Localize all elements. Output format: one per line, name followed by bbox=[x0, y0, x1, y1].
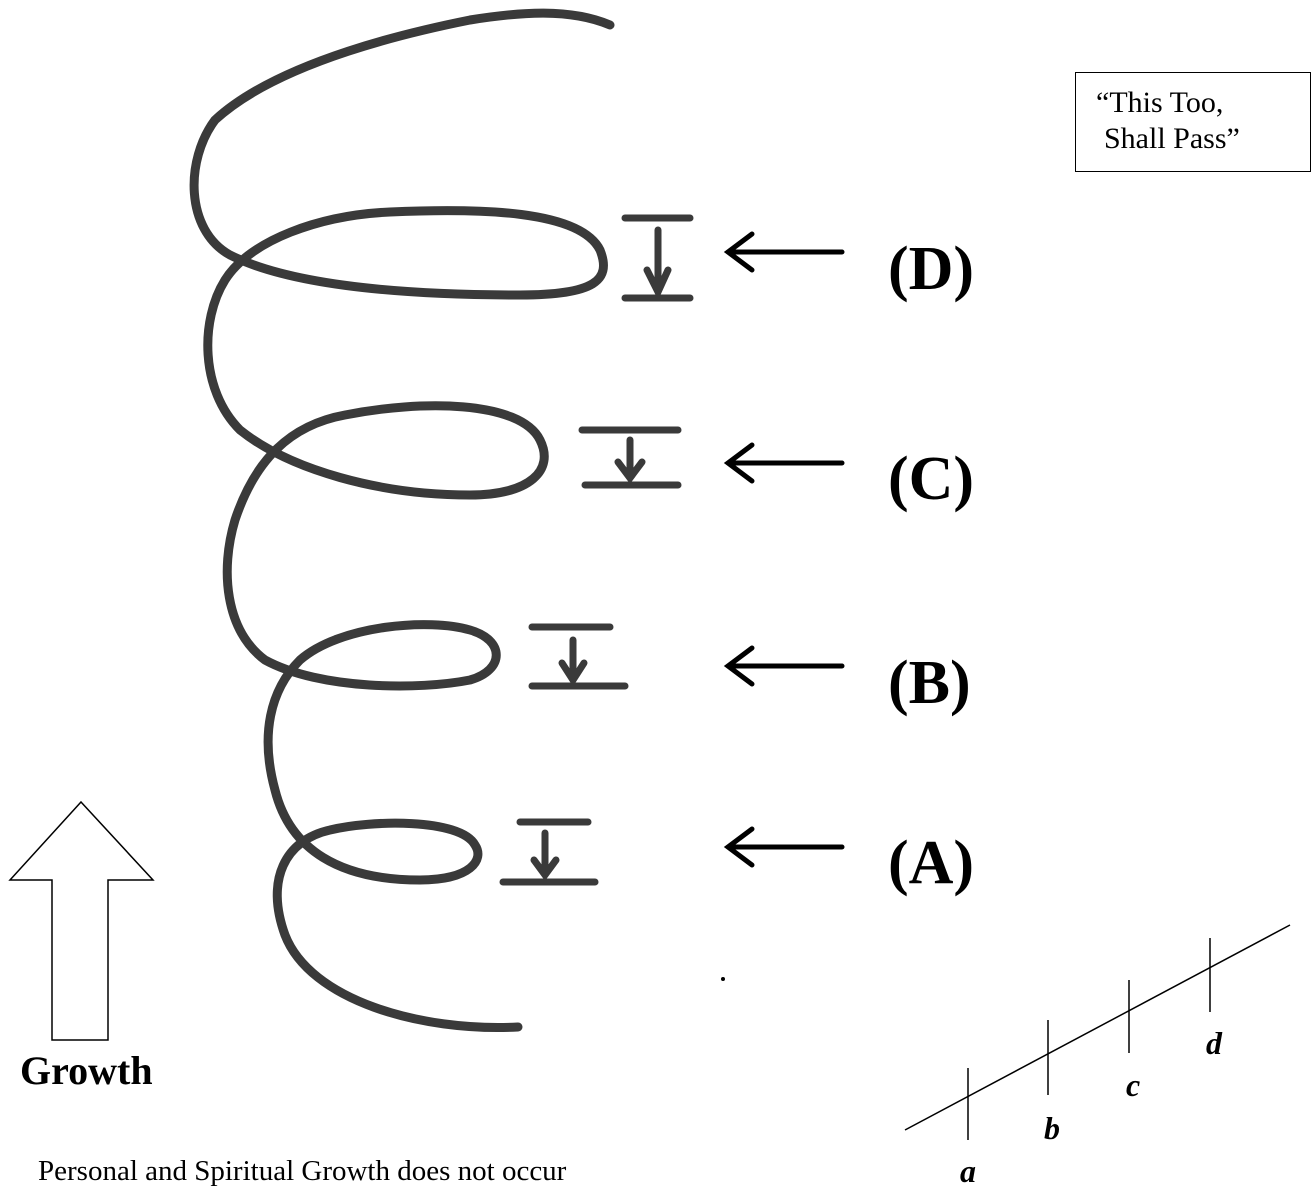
marker-d bbox=[621, 214, 694, 302]
marker-a bbox=[499, 818, 599, 886]
phase-label-d: (D) bbox=[888, 235, 975, 303]
step-label-a: a bbox=[960, 1153, 976, 1189]
quote-box: “This Too, Shall Pass” bbox=[1075, 72, 1311, 172]
growth-spiral bbox=[189, 8, 615, 1032]
step-label-b: b bbox=[1044, 1110, 1060, 1146]
step-line bbox=[904, 924, 1291, 1140]
arrow-d bbox=[723, 231, 845, 273]
quote-line-2: Shall Pass” bbox=[1104, 122, 1240, 155]
caption-text: Personal and Spiritual Growth does not o… bbox=[38, 1155, 567, 1187]
growth-label: Growth bbox=[20, 1048, 153, 1093]
step-label-d: d bbox=[1206, 1025, 1222, 1061]
phase-label-a: (A) bbox=[888, 829, 975, 897]
phase-label-b: (B) bbox=[888, 649, 971, 717]
arrow-c bbox=[723, 442, 845, 484]
phase-label-c: (C) bbox=[888, 445, 975, 513]
marker-b bbox=[528, 623, 629, 690]
marker-c bbox=[578, 426, 682, 489]
stray-dot bbox=[721, 977, 725, 981]
step-label-c: c bbox=[1126, 1067, 1141, 1103]
arrow-a bbox=[723, 826, 845, 868]
growth-up-arrow bbox=[8, 800, 155, 1041]
quote-line-1: “This Too, bbox=[1096, 86, 1224, 119]
arrow-b bbox=[723, 645, 845, 687]
